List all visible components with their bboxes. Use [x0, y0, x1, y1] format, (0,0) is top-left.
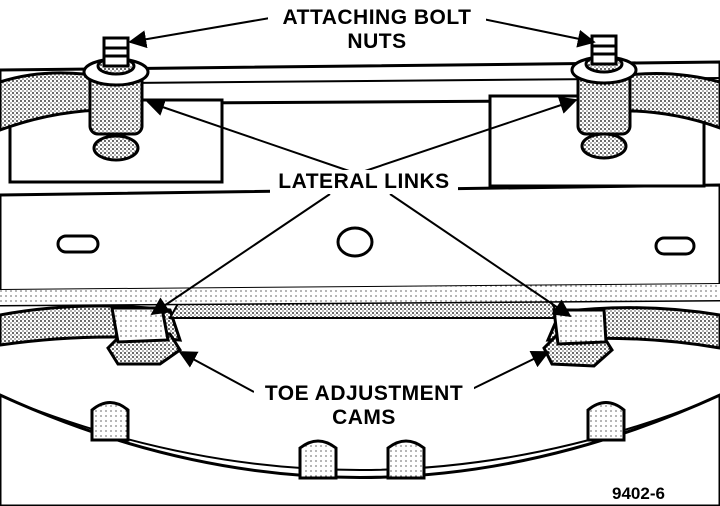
toe-cam-right: [542, 308, 614, 368]
leader-attaching-left: [128, 17, 271, 49]
plate-slots: [90, 401, 626, 480]
bushing-left: [82, 36, 150, 162]
leader-lateral-upper-left: [146, 98, 353, 173]
callout-attaching-line1: ATTACHING BOLT: [282, 6, 472, 29]
toe-cam-left: [106, 306, 183, 366]
leader-lateral-upper-right: [361, 96, 578, 173]
callout-toe-line2: CAMS: [332, 406, 396, 429]
beam-shading: [0, 284, 720, 305]
leader-attaching-right: [477, 17, 596, 48]
leader-lateral-lower-right: [389, 193, 572, 318]
beam-slot-left: [56, 234, 100, 254]
callout-attaching-bolt-nuts: ATTACHING BOLT NUTS: [268, 6, 486, 54]
callout-toe-adjustment-cams: TOE ADJUSTMENT CAMS: [254, 382, 474, 430]
callout-lateral-line1: LATERAL LINKS: [278, 170, 450, 193]
leader-lines: [128, 17, 596, 393]
beam-hole-center: [336, 226, 374, 258]
callout-toe-line1: TOE ADJUSTMENT: [264, 382, 464, 405]
figure-number: 9402-6: [612, 484, 665, 503]
callout-lateral-links: LATERAL LINKS: [270, 170, 458, 194]
callout-attaching-line2: NUTS: [347, 30, 407, 53]
leader-lateral-lower-left: [150, 193, 331, 316]
leader-toe-right: [465, 351, 550, 393]
leader-toe-left: [178, 351, 255, 393]
bushing-right: [570, 34, 638, 160]
upper-rail: [0, 60, 720, 106]
beam-slot-right: [654, 236, 696, 256]
